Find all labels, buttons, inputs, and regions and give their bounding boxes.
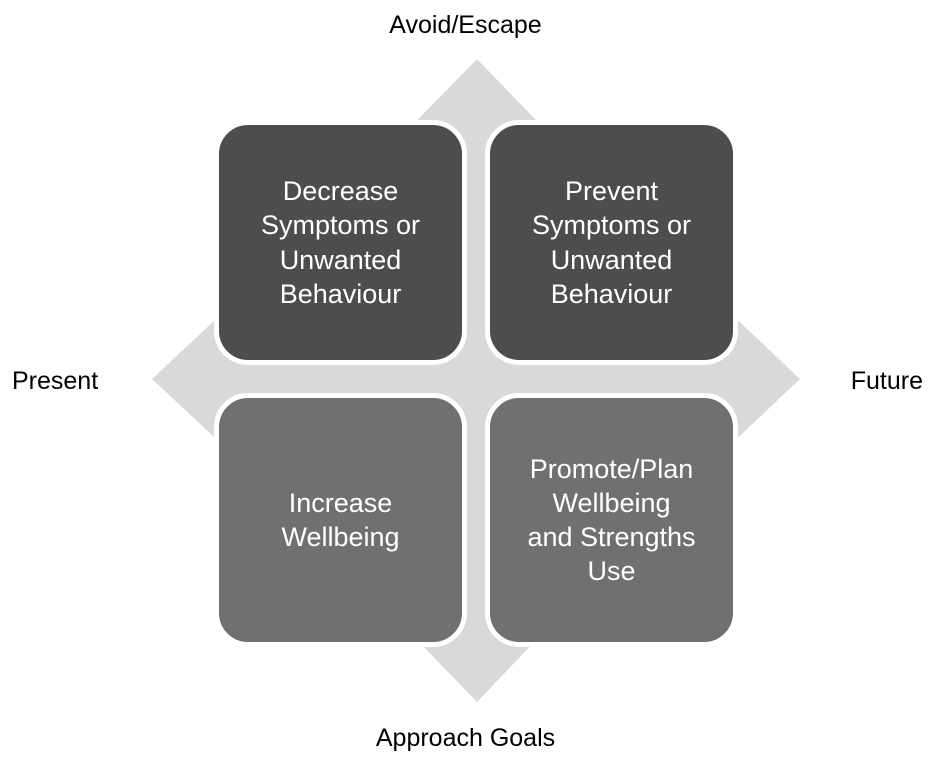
quadrant-line: Behaviour: [279, 278, 402, 309]
quadrant-box-increase-text: Increase Wellbeing: [281, 486, 399, 554]
quadrant-box-decrease[interactable]: Decrease Symptoms or Unwanted Behaviour: [214, 120, 467, 365]
quadrant-line: Increase: [288, 487, 393, 518]
quadrant-line: Wellbeing: [552, 487, 671, 518]
quadrant-line: Decrease: [282, 176, 399, 207]
quadrant-line: Use: [587, 556, 636, 587]
four-way-arrow-shape: [152, 59, 800, 702]
axis-label-avoid-escape: Avoid/Escape: [389, 11, 542, 39]
quadrant-box-promote[interactable]: Promote/Plan Wellbeing and Strengths Use: [485, 393, 738, 647]
quadrant-line: and Strengths: [527, 522, 696, 552]
quadrant-line: Wellbeing: [281, 522, 400, 552]
quadrant-line: Unwanted: [279, 244, 402, 275]
quadrant-line: Symptoms or: [260, 210, 421, 241]
axis-label-approach-goals: Approach Goals: [375, 724, 556, 752]
quadrant-line: Symptoms or: [531, 210, 692, 241]
axis-label-present: Present: [12, 367, 99, 395]
quadrant-box-promote-text: Promote/Plan Wellbeing and Strengths Use: [527, 452, 695, 588]
quadrant-line: Promote/Plan: [529, 453, 694, 484]
quadrant-line: Prevent: [564, 176, 659, 207]
quadrant-box-decrease-text: Decrease Symptoms or Unwanted Behaviour: [261, 174, 420, 310]
quadrant-line: Unwanted: [550, 244, 673, 275]
axis-label-future: Future: [850, 367, 923, 395]
quadrant-box-prevent[interactable]: Prevent Symptoms or Unwanted Behaviour: [485, 120, 738, 365]
quadrant-box-increase[interactable]: Increase Wellbeing: [214, 393, 467, 647]
quadrant-line: Behaviour: [550, 278, 673, 309]
quadrant-box-prevent-text: Prevent Symptoms or Unwanted Behaviour: [532, 174, 691, 310]
